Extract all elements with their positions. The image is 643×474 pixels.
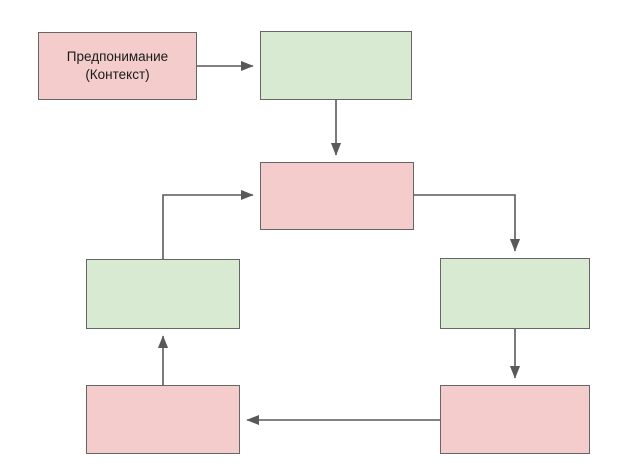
node-pink-bottom-left[interactable] (86, 385, 240, 454)
node-green-middle-left[interactable] (86, 259, 240, 329)
edge-n4-to-n3 (162, 189, 254, 259)
node-label: Предпонимание (Контекст) (66, 49, 169, 82)
node-green-middle-right[interactable] (440, 258, 590, 329)
node-pink-bottom-right[interactable] (440, 385, 590, 454)
edge-n3-to-n5 (414, 194, 521, 252)
node-predponimanie-kontekst[interactable]: Предпонимание (Контекст) (38, 32, 197, 100)
node-pink-center[interactable] (260, 162, 414, 230)
node-green-top-right[interactable] (260, 31, 412, 100)
